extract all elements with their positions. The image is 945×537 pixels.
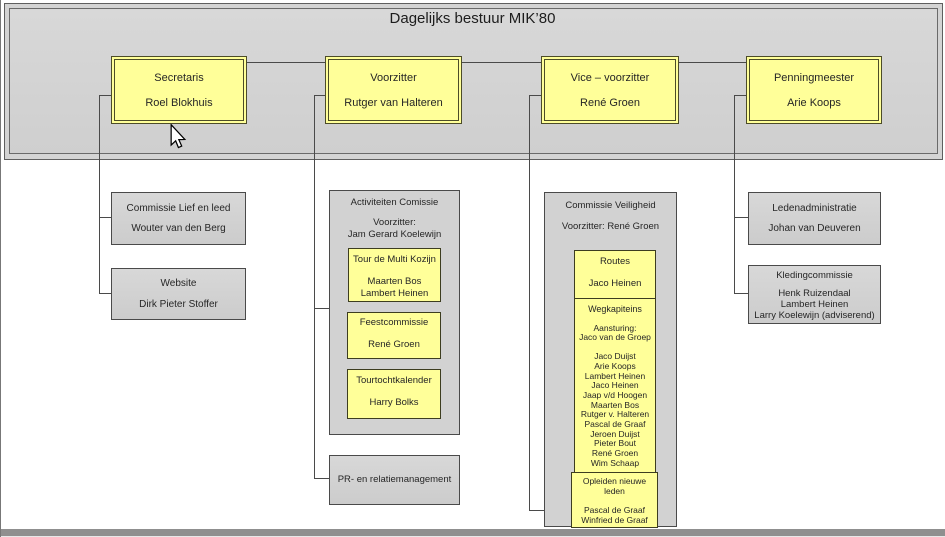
box-routes[interactable]: Routes Jaco Heinen [574, 250, 656, 299]
box-title: Routes [599, 256, 631, 267]
connector-stub [314, 478, 329, 479]
box-title: Website [160, 278, 197, 290]
box-title: Commissie Lief en leed [126, 202, 231, 214]
board-box-penningmeester[interactable]: Penningmeester Arie Koops [746, 56, 882, 124]
role-label: Penningmeester [773, 71, 855, 84]
name-line: Jaco Duijst [594, 351, 636, 362]
role-label: Voorzitter [370, 71, 417, 84]
name-line: Pascal de Graaf [584, 419, 646, 430]
connector-elbow [734, 95, 746, 96]
name-line: Rutger v. Halteren [580, 409, 650, 420]
name-line: René Groen [591, 448, 639, 459]
container-subtitle-label: Voorzitter: [373, 217, 416, 228]
connector-voorzitter-vice [460, 62, 541, 63]
connector-line [529, 95, 530, 510]
connector-vice-penningmeester [677, 62, 746, 63]
name-line: Larry Koelewijn (adviserend) [754, 310, 875, 321]
board-box-secretaris[interactable]: Secretaris Roel Blokhuis [111, 56, 247, 124]
box-title: Tourtochtkalender [356, 375, 432, 386]
connector-stub [734, 217, 748, 218]
name-line: René Groen [368, 339, 420, 350]
box-names: Dirk Pieter Stoffer [139, 299, 218, 310]
connector-elbow [529, 95, 541, 96]
box-ledenadministratie[interactable]: Ledenadministratie Johan van Deuveren [748, 192, 881, 245]
container-subtitle: Voorzitter: René Groen [561, 221, 660, 232]
name-line: Henk Ruizendaal [778, 288, 851, 299]
box-names: Harry Bolks [369, 397, 418, 409]
box-title: Feestcommissie [359, 317, 429, 328]
name-line: Wim Schaap [590, 457, 640, 468]
connector-elbow [99, 95, 111, 96]
name-line: Wouter van den Berg [131, 223, 226, 235]
bottom-border-strip [1, 529, 945, 537]
container-title: Commissie Veiligheid [565, 200, 656, 211]
connector-stub [529, 510, 544, 511]
name-line: Lambert Heinen [584, 370, 646, 381]
role-label: Secretaris [154, 71, 204, 84]
box-title: Opleiden nieuwe leden [582, 476, 647, 496]
connector-line [99, 95, 100, 293]
box-pr-en-relatiemanagement[interactable]: PR- en relatiemanagement [329, 455, 460, 505]
box-title: Kledingcommissie [776, 270, 853, 281]
box-names: Jaco Heinen [589, 278, 642, 290]
box-commissie-lief-en-leed[interactable]: Commissie Lief en leed Wouter van den Be… [111, 192, 246, 245]
box-title: Wegkapiteins [588, 304, 642, 314]
name-line: Lambert Heinen [360, 288, 429, 299]
container-subtitle-name: Jam Gerard Koelewijn [347, 229, 442, 240]
box-title: PR- en relatiemanagement [337, 474, 452, 485]
aansturing-name: Jaco van de Groep [579, 332, 651, 343]
name-line: Maarten Bos [590, 399, 640, 410]
connector-stub [314, 308, 329, 309]
box-names: Johan van Deuveren [768, 223, 860, 234]
name-line: Lambert Heinen [780, 299, 849, 310]
box-names: Wouter van den Berg [131, 223, 225, 234]
name-line: Winfried de Graaf [581, 515, 648, 526]
name-line: Jeroen Duijst [590, 428, 640, 439]
box-tourtochtkalender[interactable]: Tourtochtkalender Harry Bolks [347, 369, 441, 419]
box-feestcommissie[interactable]: Feestcommissie René Groen [347, 312, 441, 359]
person-name: Arie Koops [787, 96, 841, 109]
connector-stub [99, 217, 111, 218]
board-box-voorzitter[interactable]: Voorzitter Rutger van Halteren [325, 56, 462, 124]
name-line: Pascal de Graaf [584, 505, 645, 516]
mouse-cursor-icon [169, 123, 187, 155]
board-box-vice-voorzitter[interactable]: Vice – voorzitter René Groen [541, 56, 679, 124]
container-title: Activiteiten Comissie [350, 197, 439, 208]
role-label: Vice – voorzitter [570, 71, 650, 84]
name-line: Arie Koops [594, 360, 636, 371]
box-title: Tour de Multi Kozijn [353, 254, 436, 265]
box-website[interactable]: Website Dirk Pieter Stoffer [111, 268, 246, 320]
connector-secretaris-voorzitter [245, 62, 325, 63]
box-names: René Groen [368, 339, 420, 351]
box-wegkapiteins[interactable]: Wegkapiteins Aansturing: Jaco van de Gro… [574, 298, 656, 475]
page-title: Dagelijks bestuur MIK’80 [389, 10, 556, 27]
connector-line [314, 95, 315, 478]
person-name: Rutger van Halteren [344, 96, 443, 109]
connector-elbow [314, 95, 325, 96]
connector-stub [734, 293, 748, 294]
connector-line [734, 95, 735, 293]
name-line: Pieter Bout [593, 438, 637, 449]
person-name: René Groen [580, 96, 640, 109]
name-line: Jaco Heinen [591, 380, 639, 391]
box-title: Ledenadministratie [772, 202, 857, 214]
aansturing-label: Aansturing: [593, 322, 637, 333]
name-line: Maarten Bos [367, 276, 422, 287]
name-line: Harry Bolks [369, 397, 419, 408]
person-name: Roel Blokhuis [145, 96, 213, 109]
name-line: Jaap v/d Hoogen [582, 389, 648, 400]
name-line: Johan van Deuveren [768, 223, 861, 235]
name-line: Dirk Pieter Stoffer [139, 298, 218, 310]
name-line: Jaco Heinen [588, 278, 642, 289]
connector-stub [99, 293, 111, 294]
